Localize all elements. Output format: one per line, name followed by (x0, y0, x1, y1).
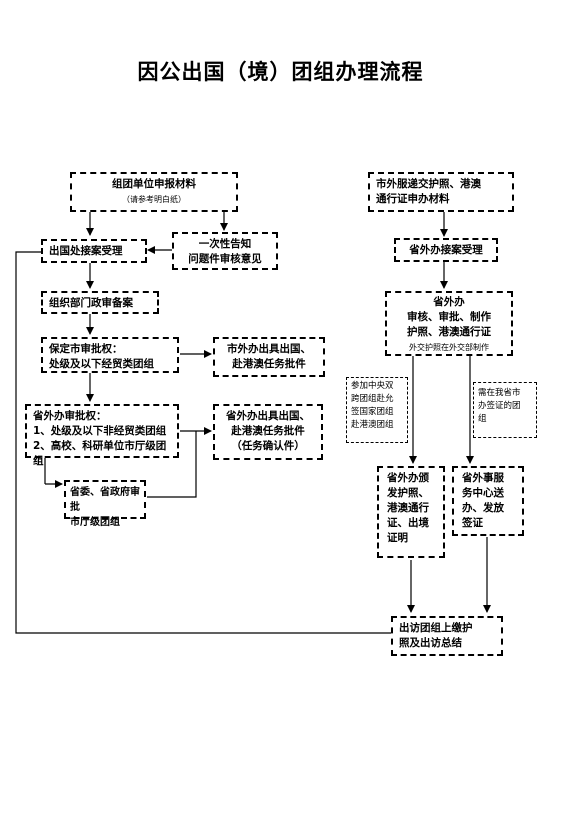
box-prov-review: 省外办 审核、审批、制作 护照、港澳通行证 外交护照在外交部制作 (385, 291, 513, 356)
box-accept: 出国处接案受理 (41, 239, 147, 263)
line-party-back (147, 431, 197, 498)
line-return-loop (15, 251, 391, 634)
box-party-gov: 省委、省政府审批 市厅级团组 (64, 480, 146, 528)
page-title: 因公出国（境）团组办理流程 (137, 60, 424, 84)
box-return-summary: 出访团组上缴护 照及出访总结 (391, 616, 503, 656)
box-one-time-notice: 一次性告知 问题件审核意见 (172, 232, 278, 270)
box-prov-issue: 省外办出具出国、 赴港澳任务批件 （任务确认件） (213, 404, 323, 460)
box-guarantee-approval: 保定市审批权： 处级及以下经贸类团组 (41, 337, 179, 373)
box-submit-materials: 组团单位申报材料 （请参考明白纸） (70, 172, 238, 212)
box-prov-approval: 省外办审批权： 1、处级及以下非经贸类团组 2、高校、科研单位市厅级团组 (25, 404, 179, 467)
box-city-issue: 市外办出具出国、 赴港澳任务批件 (213, 337, 325, 377)
box-prov-accept: 省外办接案受理 (394, 238, 498, 262)
box-side-note-central: 参加中央双 跨团组赴允 签国家团组 赴港澳团组 (346, 377, 408, 443)
box-issue-passport: 省外办颁 发护照、 港澳通行 证、出境 证明 (377, 466, 445, 558)
box-service-center: 省外事服 务中心送 办、发放 签证 (452, 466, 524, 536)
box-city-submit: 市外服递交护照、港澳 通行证申办材料 (368, 172, 514, 212)
box-org-record: 组织部门政审备案 (41, 291, 159, 314)
box-side-note-visa: 需在我省市 办签证的团 组 (473, 382, 537, 438)
